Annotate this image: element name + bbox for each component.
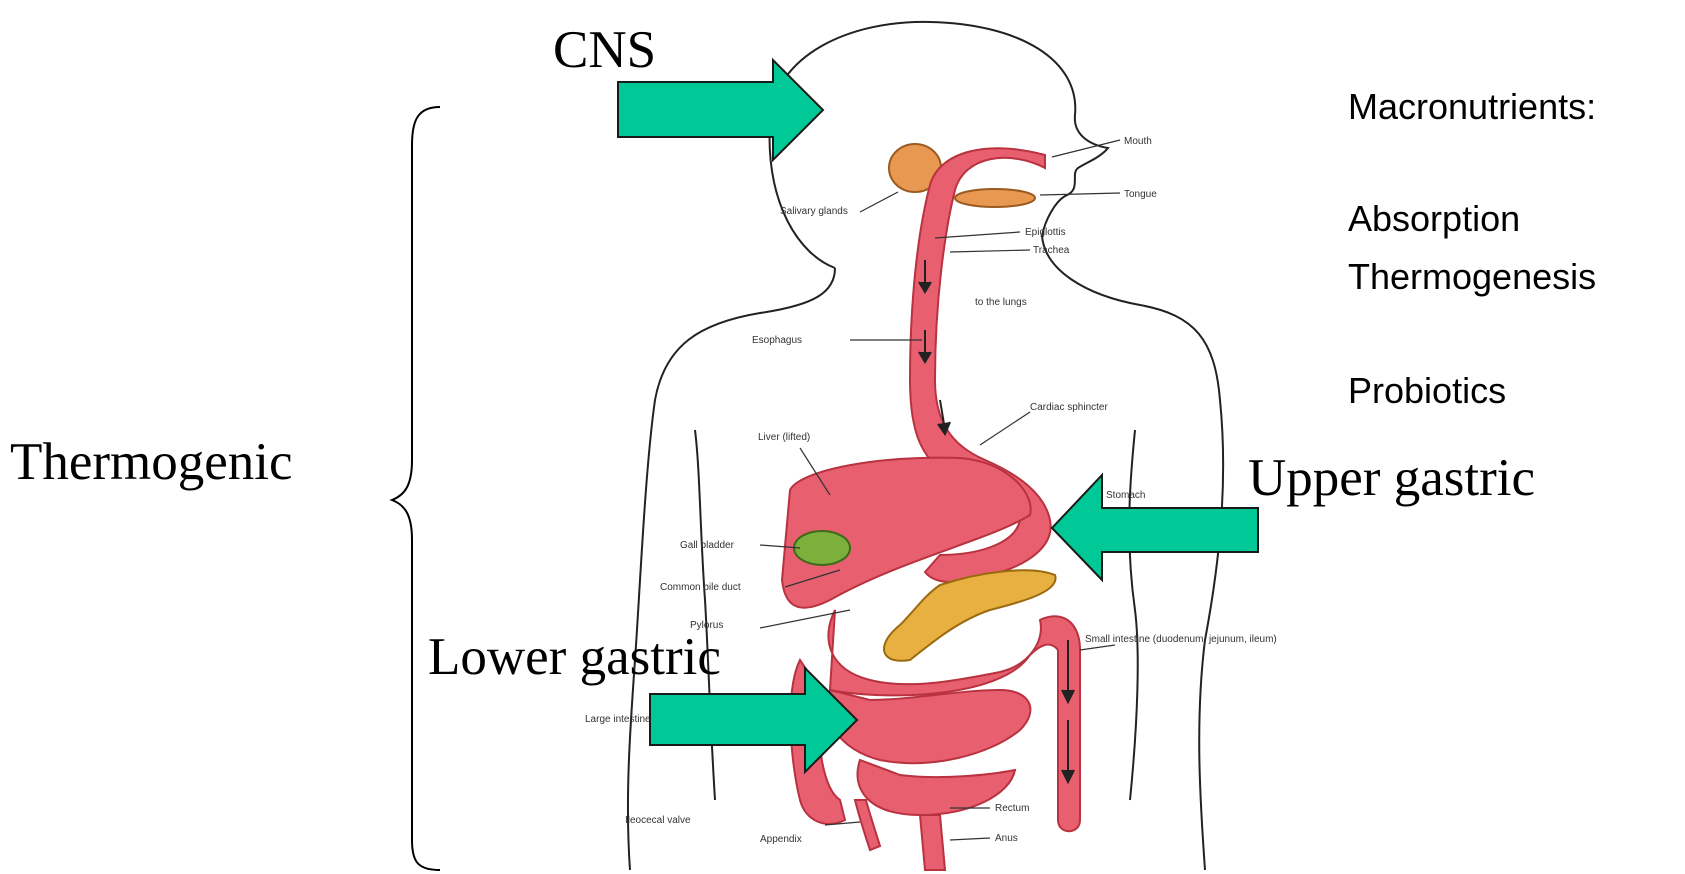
label-gall-bladder: Gall bladder <box>680 540 735 551</box>
side-item-macronutrients: Macronutrients: <box>1348 86 1596 127</box>
label-to-lungs: to the lungs <box>975 297 1027 308</box>
cns-label: CNS <box>553 20 656 80</box>
label-epiglottis: Epiglottis <box>1025 227 1066 238</box>
thermogenic-label: Thermogenic <box>10 432 293 492</box>
label-anus: Anus <box>995 833 1018 844</box>
label-rectum: Rectum <box>995 803 1029 814</box>
appendix <box>855 800 880 850</box>
side-item-probiotics: Probiotics <box>1348 370 1506 411</box>
side-item-thermogenesis: Thermogenesis <box>1348 256 1596 297</box>
label-tongue: Tongue <box>1124 189 1157 200</box>
label-small-intestine: Small intestine (duodenum, jejunum, ileu… <box>1085 634 1277 645</box>
gall-bladder <box>794 531 850 565</box>
side-item-absorption: Absorption <box>1348 198 1520 239</box>
label-esophagus: Esophagus <box>752 335 802 346</box>
label-appendix: Appendix <box>760 834 802 845</box>
label-large-intestine: Large intestine <box>585 714 651 725</box>
label-stomach: Stomach <box>1106 490 1145 501</box>
label-common-bile-duct: Common bile duct <box>660 582 741 593</box>
label-trachea: Trachea <box>1033 245 1070 256</box>
lower-gastric-label: Lower gastric <box>428 627 721 687</box>
label-liver: Liver (lifted) <box>758 432 810 443</box>
pancreas <box>884 570 1056 661</box>
upper-gastric-arrow <box>1052 475 1258 580</box>
label-cardiac-sphincter: Cardiac sphincter <box>1030 402 1108 413</box>
upper-gastric-label: Upper gastric <box>1248 448 1535 508</box>
label-salivary-glands: Salivary glands <box>780 206 848 217</box>
label-ileocecal-valve: Ileocecal valve <box>625 815 691 826</box>
label-mouth: Mouth <box>1124 136 1152 147</box>
curly-brace <box>392 107 440 870</box>
